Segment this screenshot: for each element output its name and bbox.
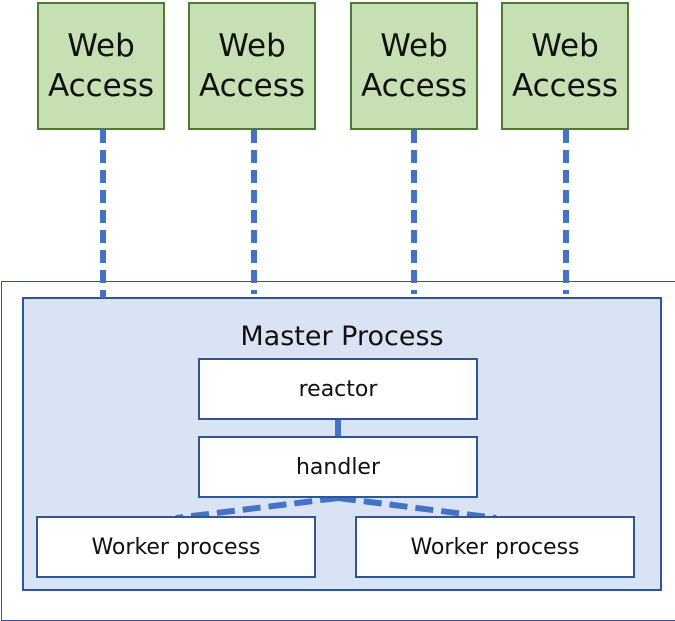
web-access-line1: Web <box>380 28 448 64</box>
handler-box: handler <box>198 436 478 498</box>
web-access-line2: Access <box>198 68 306 104</box>
web-access-line2: Access <box>47 68 155 104</box>
web-access-connector-3 <box>411 130 417 294</box>
reactor-box: reactor <box>198 358 478 420</box>
web-access-line2: Access <box>511 68 619 104</box>
master-process-title: Master Process <box>240 321 444 352</box>
web-access-line1: Web <box>218 28 286 64</box>
worker-process-label: Worker process <box>410 534 580 560</box>
web-access-connector-1 <box>100 130 106 298</box>
web-access-box-1: Web Access <box>37 2 165 130</box>
web-access-box-2: Web Access <box>188 2 316 130</box>
web-access-line1: Web <box>531 28 599 64</box>
web-access-box-3: Web Access <box>350 2 478 130</box>
worker-process-box-2: Worker process <box>355 516 635 578</box>
handler-label: handler <box>295 454 381 480</box>
reactor-label: reactor <box>298 376 378 402</box>
web-access-connector-4 <box>563 130 569 294</box>
worker-process-box-1: Worker process <box>36 516 316 578</box>
web-access-box-4: Web Access <box>501 2 629 130</box>
worker-process-label: Worker process <box>91 534 261 560</box>
web-access-connector-2 <box>251 130 257 294</box>
web-access-line1: Web <box>67 28 135 64</box>
web-access-line2: Access <box>360 68 468 104</box>
